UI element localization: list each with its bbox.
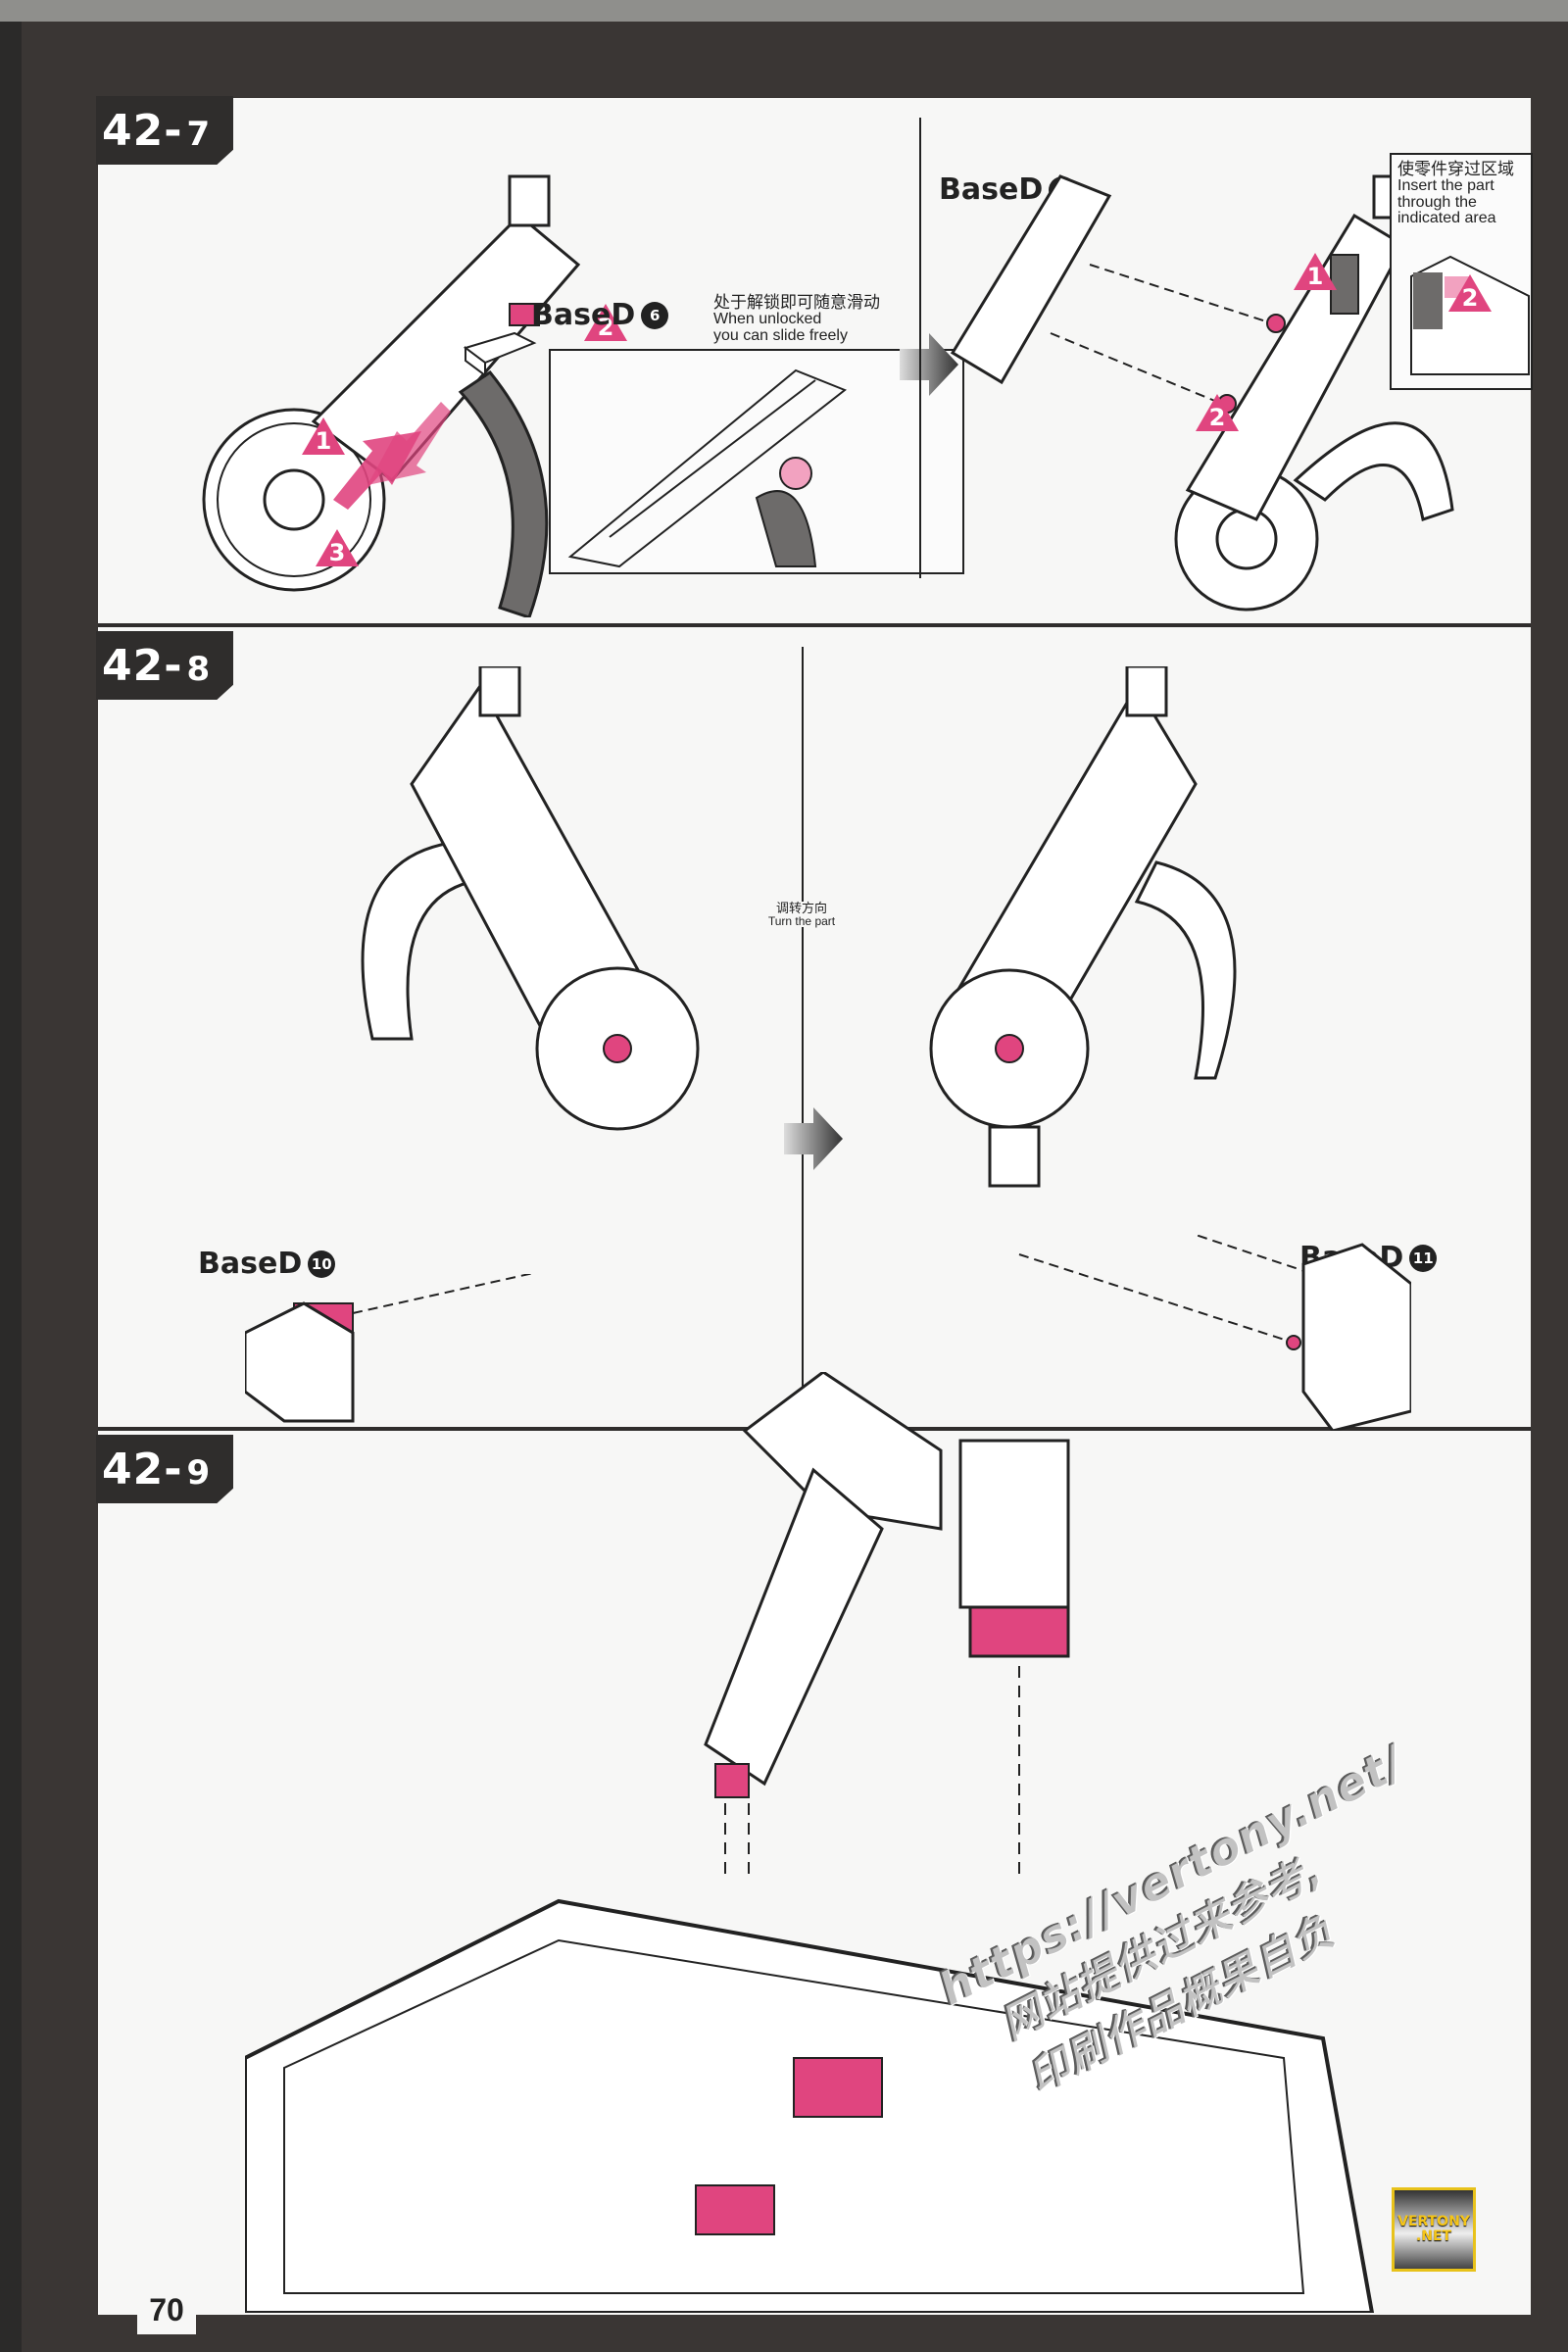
note-insert-part: 使零件穿过区域 Insert the part through the indi… xyxy=(1397,160,1514,227)
step-42-9-panel: 42- 9 xyxy=(96,1372,1531,2315)
step-number-sub: 8 xyxy=(186,650,211,689)
step-number-sub: 7 xyxy=(186,115,211,154)
book-spine xyxy=(0,22,22,2352)
slide-arrows-icon xyxy=(333,402,451,510)
step-number-tab: 42- 9 xyxy=(96,1435,234,1503)
part-number-badge: 10 xyxy=(308,1250,336,1278)
pink-peg xyxy=(714,1763,750,1798)
next-step-arrow-icon xyxy=(900,333,958,396)
small-part-based-6 xyxy=(463,331,537,377)
pink-base-connector xyxy=(968,1605,1070,1658)
inset-insert-area: 使零件穿过区域 Insert the part through the indi… xyxy=(1390,153,1533,390)
pink-socket xyxy=(995,1034,1024,1063)
page-number: 70 xyxy=(137,2285,196,2334)
inset-slide-detail xyxy=(549,349,964,574)
part-number-badge: 6 xyxy=(641,301,669,329)
gray-arm-part xyxy=(458,369,549,617)
insert-area-diagram xyxy=(1410,255,1530,375)
pink-peg xyxy=(1266,314,1286,333)
step-divider-line xyxy=(802,647,804,1411)
note-slide-freely: 处于解锁即可随意滑动 When unlocked you can slide f… xyxy=(713,293,880,344)
pink-socket-area xyxy=(695,2184,775,2235)
drum-part-turned-diagram xyxy=(929,666,1237,1188)
pink-socket xyxy=(603,1034,632,1063)
scan-top-strip xyxy=(0,0,1568,22)
step-divider-line xyxy=(919,118,921,578)
part-based-11-diagram xyxy=(1018,1235,1411,1431)
flooring-base-diagram xyxy=(245,1898,1375,2313)
step-number-main: 42- xyxy=(102,1444,183,1494)
gray-clip xyxy=(1330,254,1359,315)
step-number-sub: 9 xyxy=(186,1453,211,1493)
slide-detail-diagram xyxy=(567,368,847,568)
note-turn-part: 调转方向 Turn the part xyxy=(753,902,851,928)
drum-hub xyxy=(263,468,325,531)
step-number-tab: 42- 7 xyxy=(96,96,234,165)
step-number-main: 42- xyxy=(102,640,183,691)
assembled-arm-diagram xyxy=(704,1372,1070,1882)
connector-peg xyxy=(508,174,551,227)
step-number-tab: 42- 8 xyxy=(96,631,234,700)
step-number-main: 42- xyxy=(102,105,183,156)
pink-slot xyxy=(509,303,540,326)
vertony-logo: VERTONY .NET xyxy=(1392,2187,1476,2272)
part-based-12-assembly-diagram xyxy=(950,174,1454,612)
part-based-10-diagram xyxy=(245,1274,534,1423)
part-number-badge: 11 xyxy=(1409,1244,1438,1272)
drum-part-front-diagram xyxy=(361,666,700,1131)
next-step-arrow-icon xyxy=(784,1107,843,1170)
pink-socket-area xyxy=(793,2057,883,2118)
part-drum-assembly-diagram xyxy=(202,174,581,617)
